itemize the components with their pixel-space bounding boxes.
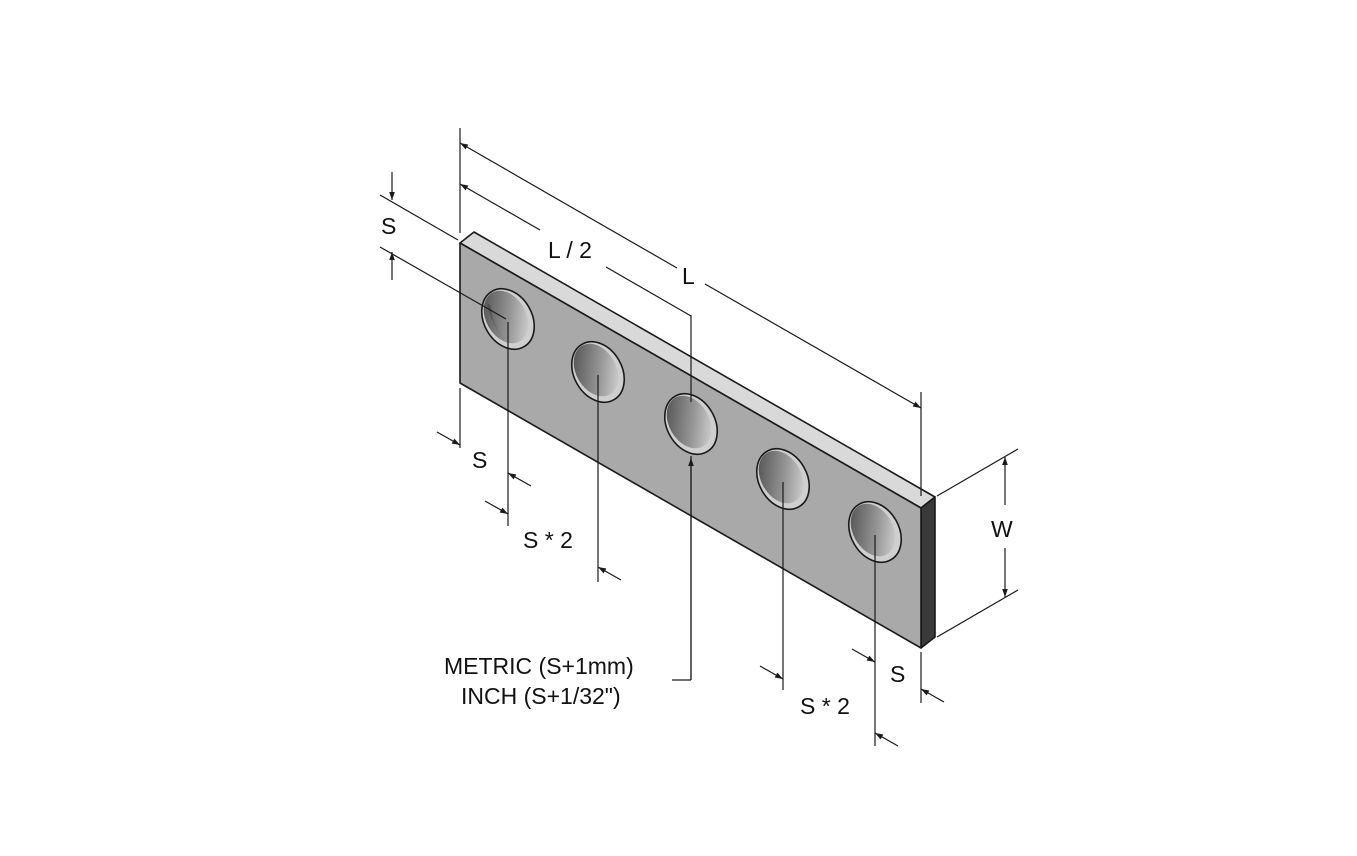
s-right-label: S: [890, 661, 905, 687]
hole-1: [480, 288, 536, 350]
hole-3: [663, 393, 719, 455]
plate-end-face: [920, 496, 936, 649]
hole-4: [755, 448, 811, 510]
dimension-width: W: [991, 457, 1013, 597]
dimension-s2-left: S * 2: [484, 500, 622, 581]
hole-metric-label: METRIC (S+1mm): [444, 653, 634, 679]
hole-5: [847, 501, 903, 563]
hole-callout: METRIC (S+1mm) INCH (S+1/32"): [444, 458, 694, 709]
half-length-label: L / 2: [548, 237, 592, 263]
dimension-length: L: [459, 142, 922, 409]
s-left-label: S: [472, 447, 487, 473]
hole-2: [570, 341, 626, 403]
length-label: L: [682, 263, 695, 289]
width-label: W: [991, 516, 1013, 542]
dimension-s2-right: S * 2: [759, 665, 899, 747]
dimension-s-top: S: [381, 172, 396, 280]
s2-left-label: S * 2: [523, 527, 573, 553]
s2-right-label: S * 2: [800, 693, 850, 719]
hole-inch-label: INCH (S+1/32"): [461, 683, 621, 709]
dimension-s-left: S: [436, 431, 532, 487]
dimension-half-length: L / 2: [459, 183, 692, 317]
s-top-label: S: [381, 213, 396, 239]
dimension-s-right: S: [851, 648, 945, 703]
holes: [480, 288, 903, 563]
